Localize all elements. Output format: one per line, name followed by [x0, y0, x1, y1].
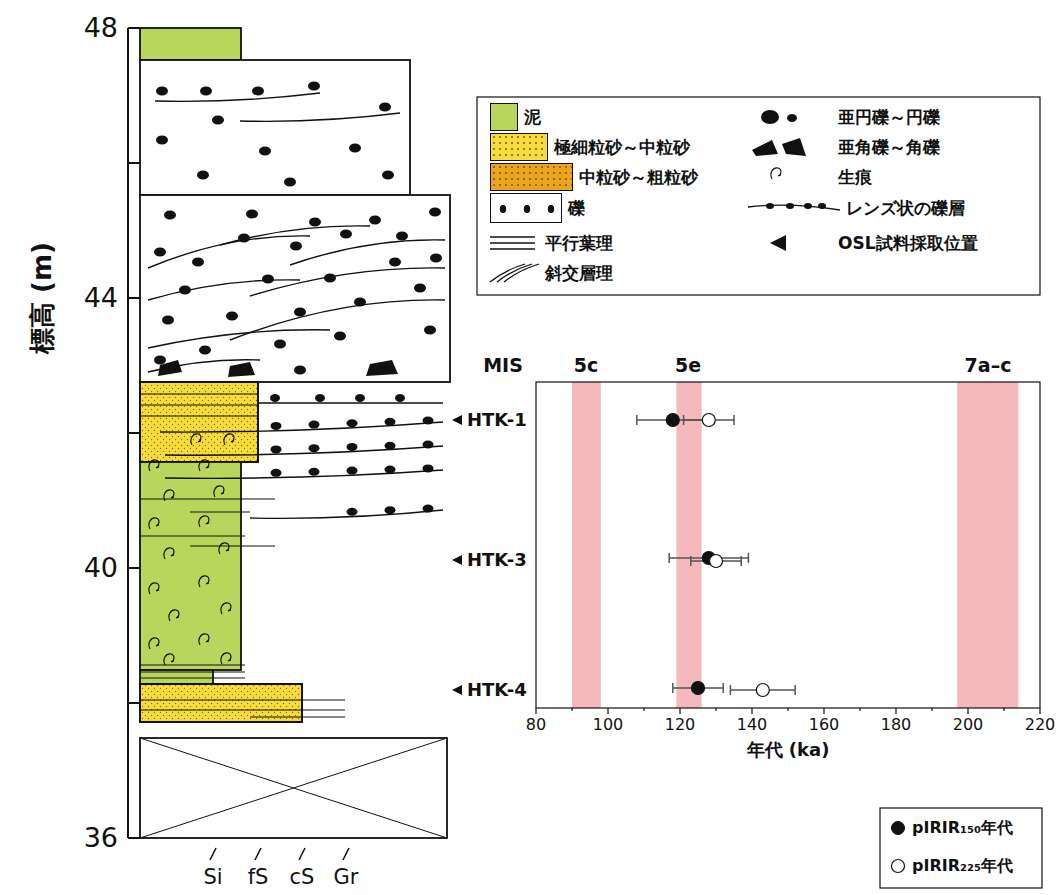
- stratigraphic-column: [140, 28, 462, 838]
- mis-label: 5e: [675, 355, 701, 376]
- axis-tick-label: 160: [809, 716, 840, 734]
- legend-swatch: [490, 133, 548, 161]
- grain-size-label: Si: [203, 866, 222, 889]
- axis-title: 年代 (ka): [747, 740, 830, 760]
- axis-tick-label: 80: [526, 716, 546, 734]
- sample-label: HTK-3: [467, 550, 527, 570]
- mis-label: 7a–c: [965, 355, 1012, 376]
- axis-tick-label: 40: [84, 553, 118, 583]
- grain-size-label: fS: [248, 866, 269, 889]
- legend-text: pIRIR₂₂₅年代: [912, 857, 1013, 875]
- axis-tick-label: 48: [84, 13, 118, 43]
- legend-text: 斜交層理: [545, 264, 613, 283]
- axis-tick-label: 100: [593, 716, 624, 734]
- legend-text: 礫: [568, 199, 585, 218]
- legend-text: 中粒砂～粗粒砂: [579, 168, 698, 187]
- axis-tick-label: 180: [881, 716, 912, 734]
- legend-text: 平行葉理: [545, 234, 613, 253]
- grain-size-label: cS: [290, 866, 315, 889]
- legend-text: pIRIR₁₅₀年代: [912, 819, 1013, 837]
- legend-text: 生痕: [838, 168, 872, 187]
- axis-tick-label: 220: [1025, 716, 1056, 734]
- axis-tick-label: 120: [665, 716, 696, 734]
- axis-title: 標高 (m): [28, 242, 57, 354]
- axis-tick-label: 44: [84, 283, 118, 313]
- legend-text: OSL試料採取位置: [838, 234, 978, 253]
- legend-symbols: [477, 97, 1042, 888]
- legend-text: 極細粒砂～中粒砂: [554, 138, 690, 157]
- sample-label: HTK-1: [467, 410, 527, 430]
- axis-tick-label: 200: [953, 716, 984, 734]
- legend-swatch: [490, 103, 518, 131]
- legend-swatch: [490, 163, 573, 191]
- axis-tick-label: 36: [84, 823, 118, 853]
- sample-label: HTK-4: [467, 680, 527, 700]
- legend-text: レンズ状の礫層: [846, 199, 965, 218]
- mis-label: MIS: [483, 355, 523, 376]
- age-chart: [536, 382, 1040, 714]
- legend-text: 泥: [524, 108, 541, 127]
- legend-swatch: [490, 193, 562, 223]
- legend-text: 亜角礫～角礫: [838, 138, 940, 157]
- legend-text: 亜円礫～円礫: [838, 108, 940, 127]
- axis-tick-label: 140: [737, 716, 768, 734]
- mis-label: 5c: [574, 355, 598, 376]
- grain-size-label: Gr: [334, 866, 359, 889]
